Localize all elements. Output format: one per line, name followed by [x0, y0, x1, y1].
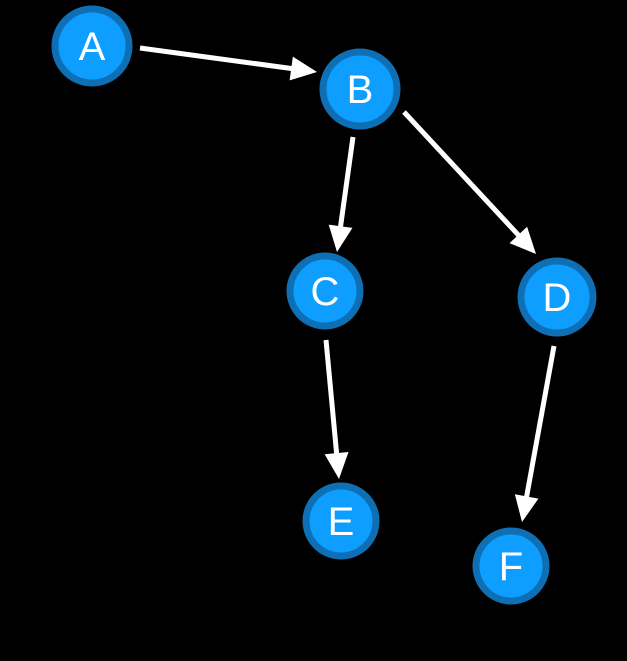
node-circle[interactable]	[517, 257, 597, 337]
edge-arrowhead	[514, 494, 539, 522]
node-label: E	[328, 500, 355, 544]
edge-arrowhead	[289, 56, 317, 81]
node-label: A	[79, 25, 106, 69]
edge-line	[139, 45, 294, 72]
edge-line	[323, 339, 340, 456]
edge-line	[523, 345, 557, 499]
node-label: C	[311, 270, 340, 314]
node-label: B	[347, 68, 374, 112]
graph-node-f[interactable]: F	[472, 527, 550, 605]
graph-node-e[interactable]: E	[302, 482, 380, 560]
node-layer: A B C D E F	[51, 5, 597, 605]
edge-b-d: B to D	[402, 110, 536, 254]
edge-d-f: D to F	[514, 345, 557, 522]
node-circle[interactable]	[319, 48, 401, 130]
edge-a-b: A to B	[139, 45, 317, 81]
node-label: F	[499, 545, 523, 589]
edge-arrowhead	[324, 451, 349, 479]
node-label: D	[543, 276, 572, 320]
edge-line	[337, 136, 356, 229]
graph-node-c[interactable]: C	[286, 252, 364, 330]
graph-node-a[interactable]: A	[51, 5, 133, 87]
edge-arrowhead	[509, 226, 536, 254]
node-circle[interactable]	[286, 252, 364, 330]
edge-c-e: C to E	[323, 339, 349, 479]
node-circle[interactable]	[302, 482, 380, 560]
edge-layer: A to B B to C B to D C to E D to F	[139, 45, 557, 522]
edge-b-c: B to C	[328, 136, 356, 252]
graph-node-d[interactable]: D	[517, 257, 597, 337]
edge-line	[402, 110, 522, 239]
node-circle[interactable]	[472, 527, 550, 605]
edge-arrowhead	[328, 224, 353, 252]
graph-node-b[interactable]: B	[319, 48, 401, 130]
node-circle[interactable]	[51, 5, 133, 87]
